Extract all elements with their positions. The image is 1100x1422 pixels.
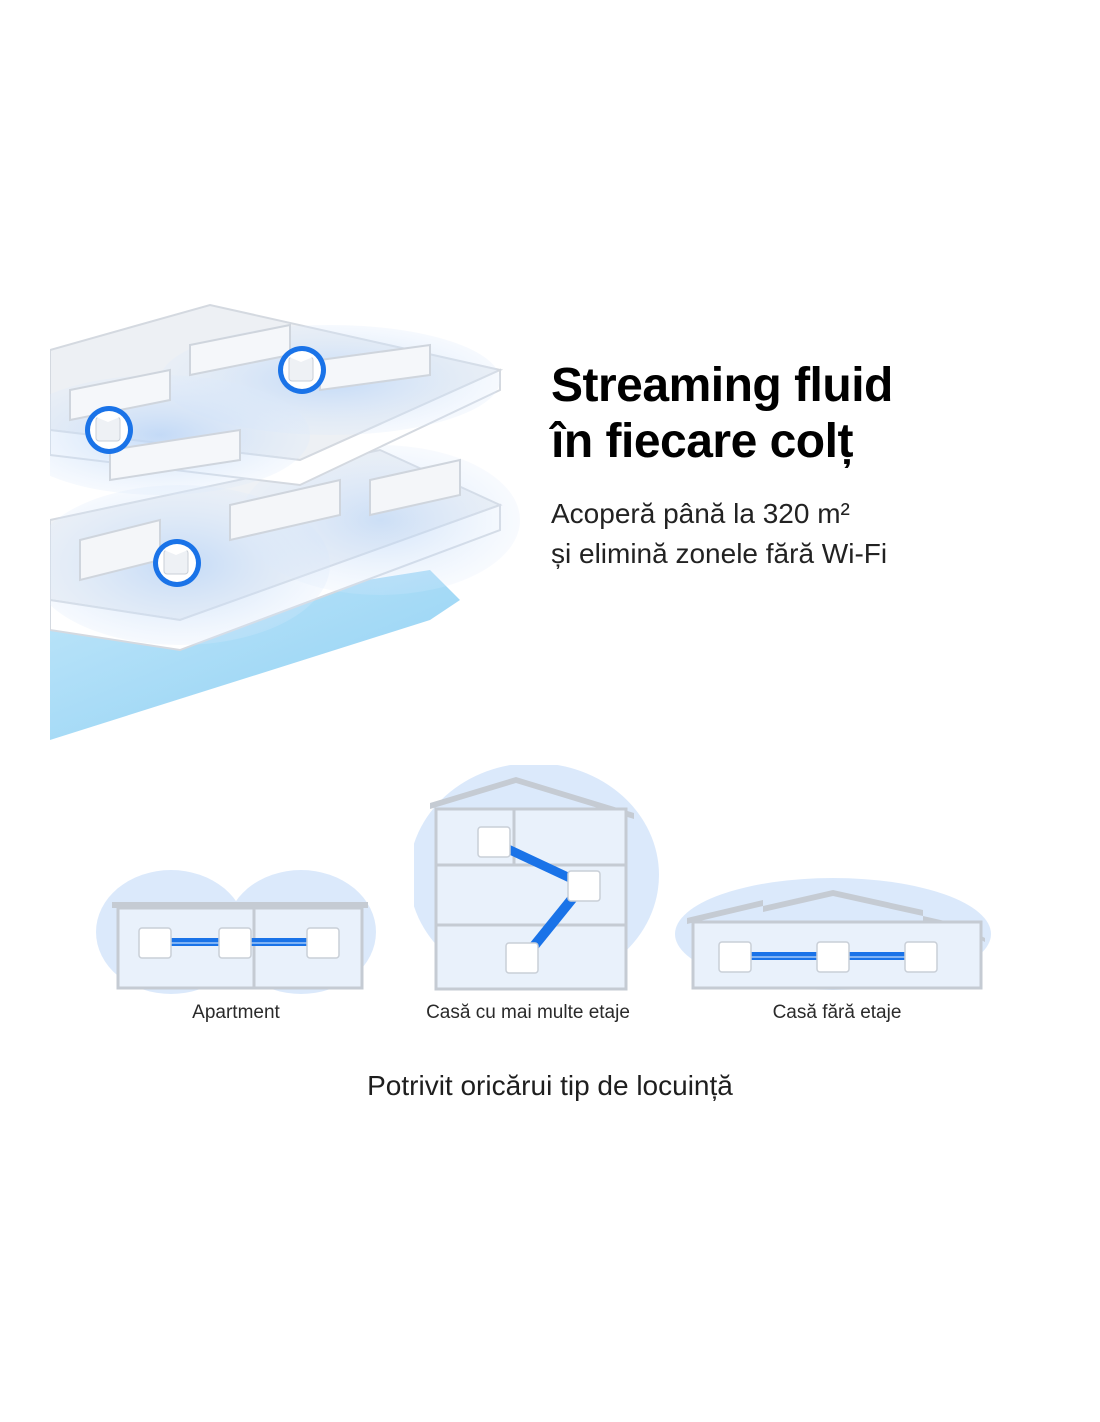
subheadline-line-2: și elimină zonele fără Wi-Fi xyxy=(551,538,888,569)
headline-line-2: în fiecare colț xyxy=(551,415,853,468)
home-type-label-apartment: Apartment xyxy=(192,1002,280,1023)
single-storey-house-illustration xyxy=(673,868,991,993)
floorplan-icon xyxy=(10,303,520,740)
multi-storey-house-illustration xyxy=(414,765,664,995)
multi-storey-house-mesh-icon xyxy=(414,765,659,991)
footer-tagline: Potrivit oricărui tip de locuință xyxy=(367,1070,733,1101)
apartment-mesh-icon xyxy=(96,870,376,994)
floorplan-illustration xyxy=(10,300,550,750)
headline: Streaming fluid în fiecare colț xyxy=(551,358,893,470)
mesh-unit-bottom-icon xyxy=(153,539,201,587)
home-type-label-multi-storey: Casă cu mai multe etaje xyxy=(426,1002,630,1023)
mesh-unit-top-icon xyxy=(278,346,326,394)
single-storey-house-mesh-icon xyxy=(675,878,991,990)
subheadline: Acoperă până la 320 m² și elimină zonele… xyxy=(551,494,887,574)
home-type-label-single-storey: Casă fără etaje xyxy=(772,1002,902,1023)
apartment-illustration xyxy=(96,860,376,995)
mesh-unit-middle-icon xyxy=(85,406,133,454)
subheadline-line-1: Acoperă până la 320 m² xyxy=(551,498,850,529)
headline-line-1: Streaming fluid xyxy=(551,359,893,412)
